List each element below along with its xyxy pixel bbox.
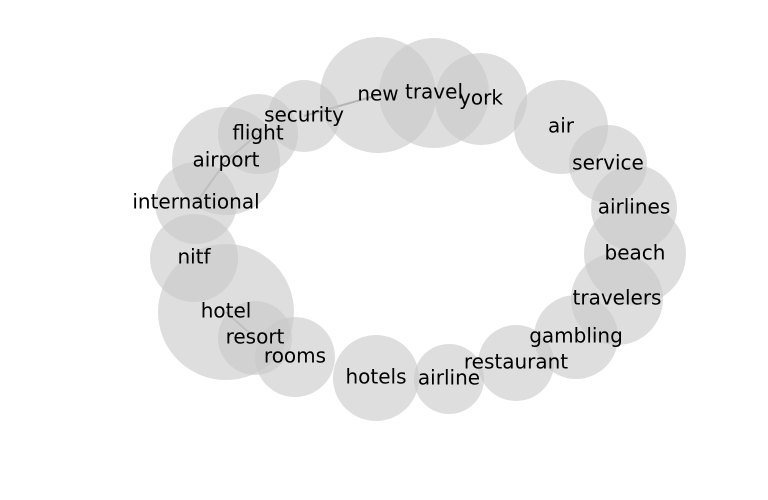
node-airlines-label: airlines — [598, 195, 671, 219]
node-travel-label: travel — [405, 80, 463, 104]
node-york-label: york — [459, 86, 503, 110]
node-flight-label: flight — [232, 121, 284, 145]
node-new-label: new — [357, 82, 398, 106]
node-rooms-label: rooms — [264, 344, 326, 368]
node-hotel-label: hotel — [201, 299, 252, 323]
node-airport-label: airport — [192, 148, 259, 172]
node-hotels-label: hotels — [345, 365, 406, 389]
node-security-circle — [268, 80, 340, 152]
node-nitf-label: nitf — [177, 245, 211, 269]
node-gambling-circle — [534, 295, 618, 379]
node-airline-label: airline — [418, 366, 480, 390]
node-restaurant-circle — [478, 325, 554, 401]
node-airline-circle — [414, 344, 484, 414]
node-resort-label: resort — [226, 325, 285, 349]
node-security-label: security — [264, 103, 344, 127]
node-air-label: air — [548, 114, 575, 138]
node-service-label: service — [572, 151, 644, 175]
node-international-label: international — [132, 190, 259, 214]
nodes-layer — [150, 37, 686, 421]
node-gambling-label: gambling — [529, 324, 623, 348]
node-hotels-circle — [333, 335, 419, 421]
node-travelers-label: travelers — [573, 286, 662, 310]
node-york-circle — [435, 53, 527, 145]
node-restaurant-label: restaurant — [464, 350, 568, 374]
node-beach-label: beach — [605, 241, 666, 265]
